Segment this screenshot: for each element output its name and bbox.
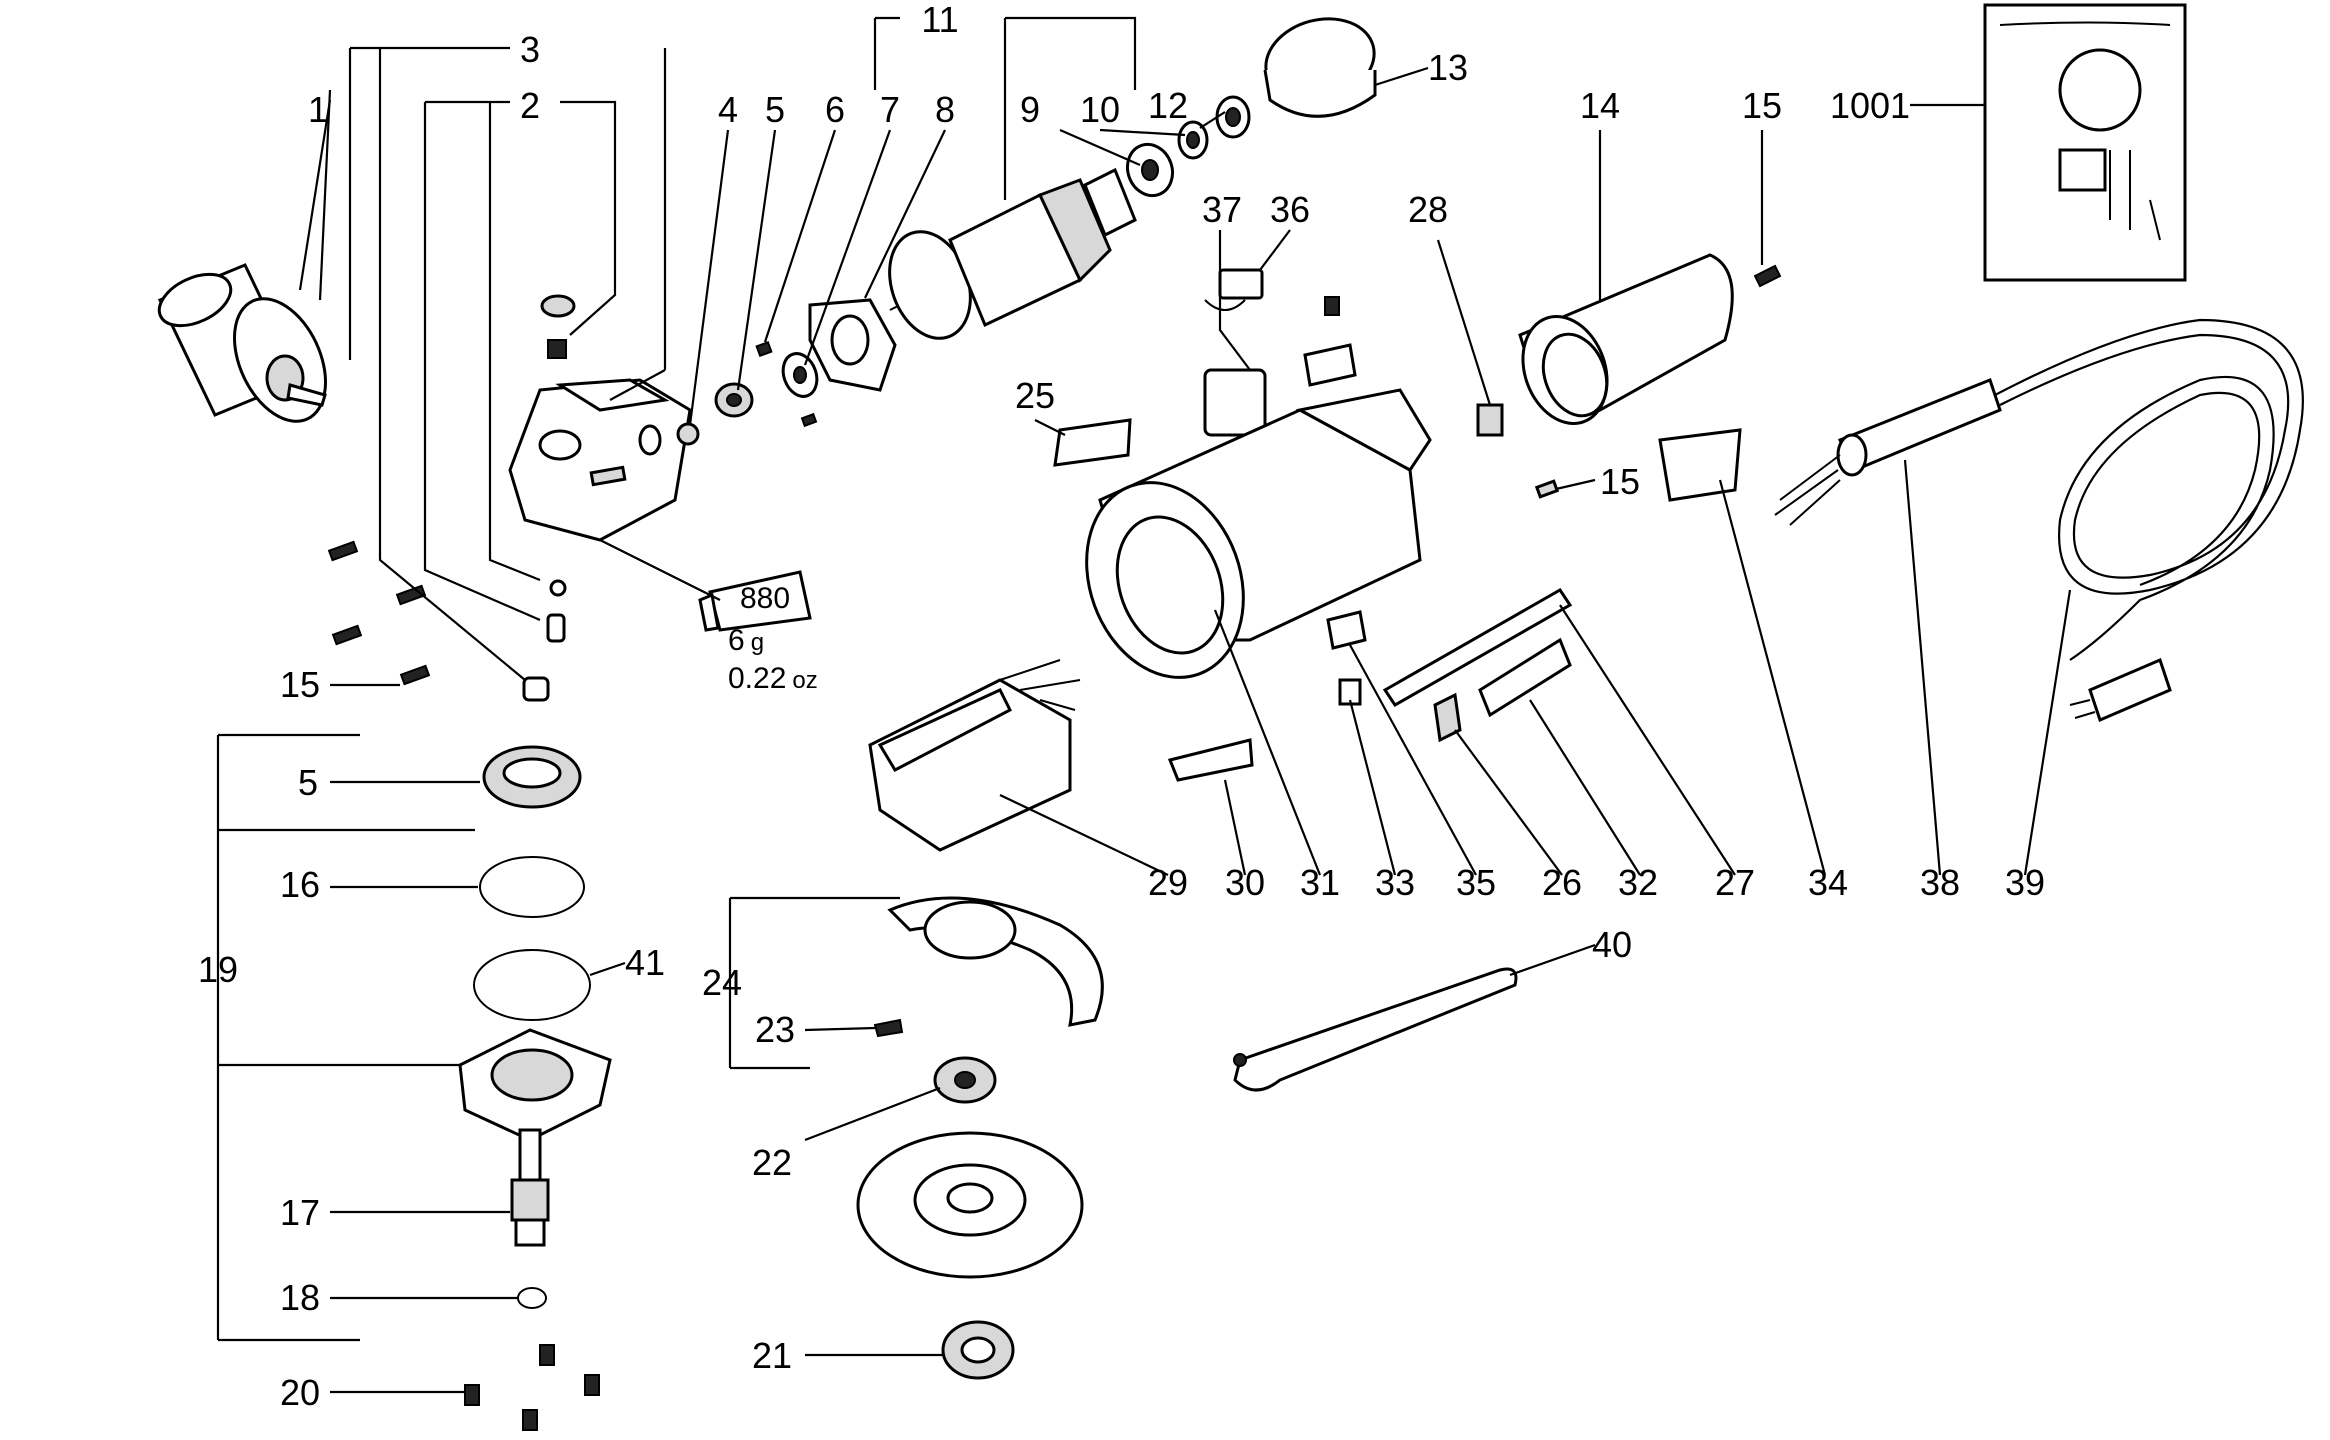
- bearing-12-part: [1215, 95, 1251, 139]
- label-15-left: 15: [280, 664, 320, 705]
- label-17: 17: [280, 1192, 320, 1233]
- label-22: 22: [752, 1142, 792, 1183]
- brush-holder-part: [1204, 268, 1264, 311]
- label-12: 12: [1148, 85, 1188, 126]
- bearing-9-part: [1125, 142, 1175, 198]
- part-number-labels: 1 2 3 4 5 6 7 8 9 10 11 12 13 14 15 15 1…: [198, 0, 2045, 1413]
- cable-sleeve-part: [1774, 378, 2002, 526]
- label-39: 39: [2005, 862, 2045, 903]
- slider-part: [1433, 692, 1462, 743]
- label-25-part: [1053, 418, 1132, 467]
- clamp-nut-part: [941, 1320, 1015, 1380]
- label-29: 29: [1148, 862, 1188, 903]
- nut-part: [676, 422, 700, 446]
- label-20: 20: [280, 1372, 320, 1413]
- label-11: 11: [921, 0, 958, 40]
- label-15-top: 15: [1742, 85, 1782, 126]
- nameplate-part: [1478, 637, 1572, 718]
- label-41: 41: [625, 942, 665, 983]
- label-16: 16: [280, 864, 320, 905]
- lock-pin-part: [522, 579, 567, 702]
- label-5: 5: [765, 89, 785, 130]
- label-14: 14: [1580, 85, 1620, 126]
- label-36: 36: [1270, 189, 1310, 230]
- ring-41-part: [473, 949, 591, 1021]
- label-40: 40: [1592, 924, 1632, 965]
- clip-part: [1476, 403, 1504, 437]
- label-25: 25: [1015, 375, 1055, 416]
- label-26: 26: [1542, 862, 1582, 903]
- pinion-gear-part: [714, 382, 754, 418]
- label-3: 3: [520, 29, 540, 70]
- bearing-flange-part: [458, 1028, 612, 1142]
- bearing-6-part: [781, 352, 819, 398]
- label-8: 8: [935, 89, 955, 130]
- bearing-plate-part: [808, 298, 897, 392]
- label-15-middle: 15: [1600, 461, 1640, 502]
- label-5-lower: 5: [298, 762, 318, 803]
- label-30-part: [1167, 738, 1254, 782]
- label-13: 13: [1428, 47, 1468, 88]
- field-coil-part: [868, 659, 1081, 852]
- spindle-lock-button-part: [540, 294, 576, 359]
- label-34: 34: [1808, 862, 1848, 903]
- switch-rod-part: [1382, 588, 1573, 707]
- label-35: 35: [1456, 862, 1496, 903]
- label-4: 4: [718, 89, 738, 130]
- label-9: 9: [1020, 89, 1040, 130]
- ring-18-part: [517, 1287, 547, 1309]
- label-2: 2: [520, 85, 540, 126]
- label-31: 31: [1300, 862, 1340, 903]
- armature-part: [888, 167, 1137, 340]
- label-21: 21: [752, 1335, 792, 1376]
- motor-cover-part: [1518, 253, 1734, 425]
- screw-23-part: [873, 1018, 904, 1038]
- label-6: 6: [825, 89, 845, 130]
- ring-16-part: [479, 856, 585, 918]
- side-handle-part: [157, 263, 327, 423]
- leader-lines: [216, 16, 2072, 1394]
- label-24: 24: [702, 962, 742, 1003]
- motor-housing-part: [1085, 388, 1432, 679]
- label-28: 28: [1408, 189, 1448, 230]
- label-23: 23: [755, 1009, 795, 1050]
- label-32: 32: [1618, 862, 1658, 903]
- fan-guide-ring-part: [1263, 17, 1377, 118]
- label-30: 30: [1225, 862, 1265, 903]
- screw-15-part: [327, 264, 1782, 686]
- label-38: 38: [1920, 862, 1960, 903]
- power-cable-part: [1994, 318, 2304, 723]
- label-18: 18: [280, 1277, 320, 1318]
- label-34-part: [1658, 428, 1742, 502]
- label-19: 19: [198, 949, 238, 990]
- label-37: 37: [1202, 189, 1242, 230]
- label-10: 10: [1080, 89, 1120, 130]
- spindle-part: [510, 1128, 550, 1247]
- label-1: 1: [308, 89, 328, 130]
- label-1001: 1001: [1830, 85, 1910, 126]
- label-7: 7: [880, 89, 900, 130]
- switch-part: [1203, 296, 1357, 437]
- grinding-wheel-part: [856, 1131, 1084, 1279]
- gear-housing-part: [508, 378, 692, 542]
- bearing-10-part: [1177, 120, 1209, 160]
- brush-holder-35-part: [1326, 610, 1367, 650]
- screw-20-part: [464, 1344, 600, 1431]
- wiring-diagram-inset: [1983, 3, 2187, 282]
- grease-tube-part: [698, 570, 812, 632]
- grease-tube-code: 880: [740, 582, 790, 615]
- gear-19-part: [482, 745, 582, 809]
- small-screw-part: [755, 340, 818, 428]
- support-flange-part: [933, 1056, 997, 1104]
- label-27: 27: [1715, 862, 1755, 903]
- pin-wrench-part: [1233, 967, 1518, 1092]
- wheel-guard-part: [887, 896, 1104, 1027]
- label-33: 33: [1375, 862, 1415, 903]
